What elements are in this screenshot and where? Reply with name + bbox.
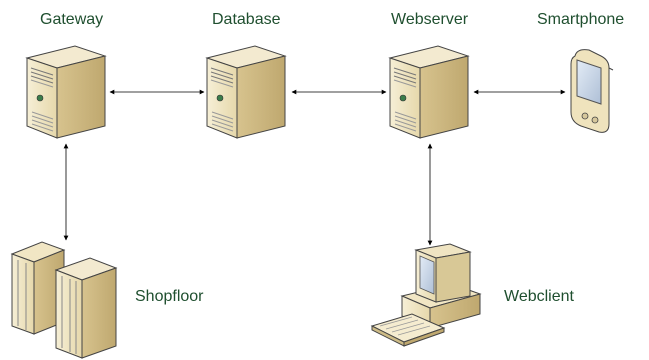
server-rack-icon — [10, 241, 118, 359]
shopfloor-label: Shopfloor — [135, 288, 204, 305]
webserver-label: Webserver — [391, 11, 469, 28]
connectors — [63, 89, 566, 246]
smartphone-label: Smartphone — [537, 11, 625, 28]
database-label: Database — [212, 11, 281, 28]
gateway-label: Gateway — [40, 11, 104, 28]
server-icon — [389, 45, 469, 139]
server-icon — [26, 45, 106, 139]
server-icon — [206, 45, 286, 139]
webclient-label: Webclient — [504, 288, 574, 305]
desktop-computer-icon — [370, 243, 482, 347]
smartphone-icon — [570, 49, 614, 133]
